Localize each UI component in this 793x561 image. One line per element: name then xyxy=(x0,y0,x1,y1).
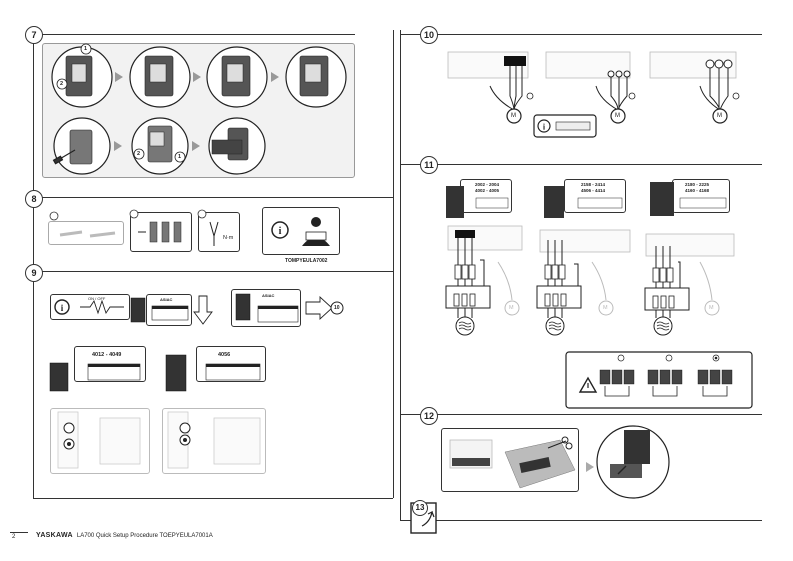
middle-frame-line xyxy=(393,30,394,498)
footer-text: LA700 Quick Setup Procedure TOEPYEULA700… xyxy=(76,533,213,539)
step7-marker-1: 1 xyxy=(84,46,88,52)
manual-doc-code: TOMPYEULA7002 xyxy=(285,258,328,264)
torque-box xyxy=(198,212,240,252)
svg-text:i: i xyxy=(543,123,546,132)
motor-label-3: M xyxy=(717,113,722,119)
step9-badge: 9 xyxy=(25,264,43,282)
step7-marker-2: 2 xyxy=(60,81,64,87)
svg-text:i: i xyxy=(61,303,64,313)
model-range-b: 4056 xyxy=(218,352,231,358)
footer-brand: YASKAWA xyxy=(36,532,73,539)
range-11-c2: 4160 - 4168 xyxy=(685,188,710,193)
step8-badge: 8 xyxy=(25,190,43,208)
step10-badge: 10 xyxy=(420,26,438,44)
bottom-frame-line xyxy=(33,498,393,499)
step11-rule xyxy=(400,164,762,165)
step7-marker-4: 1 xyxy=(178,154,182,160)
step9-rule xyxy=(33,271,393,272)
range-11-c1: 2180 - 2225 xyxy=(685,182,710,187)
motor-label-2: M xyxy=(615,113,620,119)
range-11-a2: 4002 - 4005 xyxy=(475,188,500,193)
range-11-b1: 2158 - 2414 xyxy=(581,182,606,187)
step12-rule xyxy=(400,414,762,415)
faded-motor-2: M xyxy=(603,305,608,311)
step12-badge: 12 xyxy=(420,407,438,425)
step8-rule xyxy=(33,197,393,198)
step7-rule xyxy=(33,34,355,35)
motor-label-1: M xyxy=(511,113,516,119)
step13-badge: 13 xyxy=(412,500,428,516)
switch-label: ON / OFF xyxy=(88,296,106,301)
footer-rule xyxy=(10,532,28,533)
faded-motor-3: M xyxy=(709,305,714,311)
return-step-10: 10 xyxy=(334,305,340,311)
svg-text:i: i xyxy=(279,226,282,237)
right-frame-line xyxy=(400,30,401,520)
nameplate-setting-b: ASIAC xyxy=(262,293,275,298)
step10-rule xyxy=(400,34,762,35)
range-11-a1: 2002 - 2004 xyxy=(475,182,500,187)
step11-badge: 11 xyxy=(420,156,438,174)
page-number: 2 xyxy=(12,534,16,540)
torque-label: N·m xyxy=(223,235,234,241)
step7-marker-3: 2 xyxy=(137,151,141,157)
range-11-b2: 4506 - 4414 xyxy=(581,188,606,193)
model-range-a: 4012 - 4049 xyxy=(92,352,122,358)
faded-motor-1: M xyxy=(509,305,514,311)
step7-badge: 7 xyxy=(25,26,43,44)
bottom-right-frame-line xyxy=(400,520,762,521)
nameplate-setting-a: ASIAC xyxy=(160,297,173,302)
